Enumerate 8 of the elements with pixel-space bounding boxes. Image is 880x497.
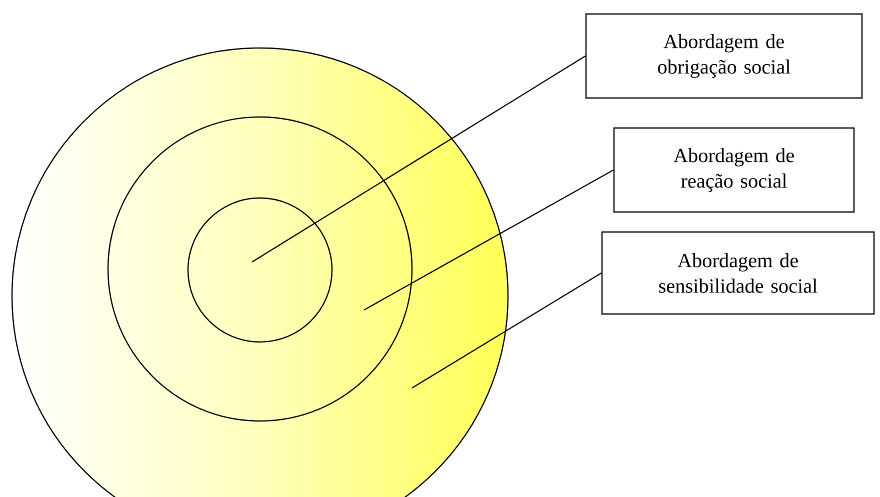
text-box: Abordagem de reação social	[613, 127, 855, 213]
leader-line	[252, 55, 586, 263]
ring-circle	[187, 197, 333, 343]
ring-circle	[107, 116, 413, 422]
text-box: Abordagem de sensibilidade social	[601, 231, 875, 315]
leader-line	[364, 169, 614, 311]
text-box: Abordagem de obrigação social	[585, 13, 863, 99]
leader-line	[412, 272, 602, 389]
